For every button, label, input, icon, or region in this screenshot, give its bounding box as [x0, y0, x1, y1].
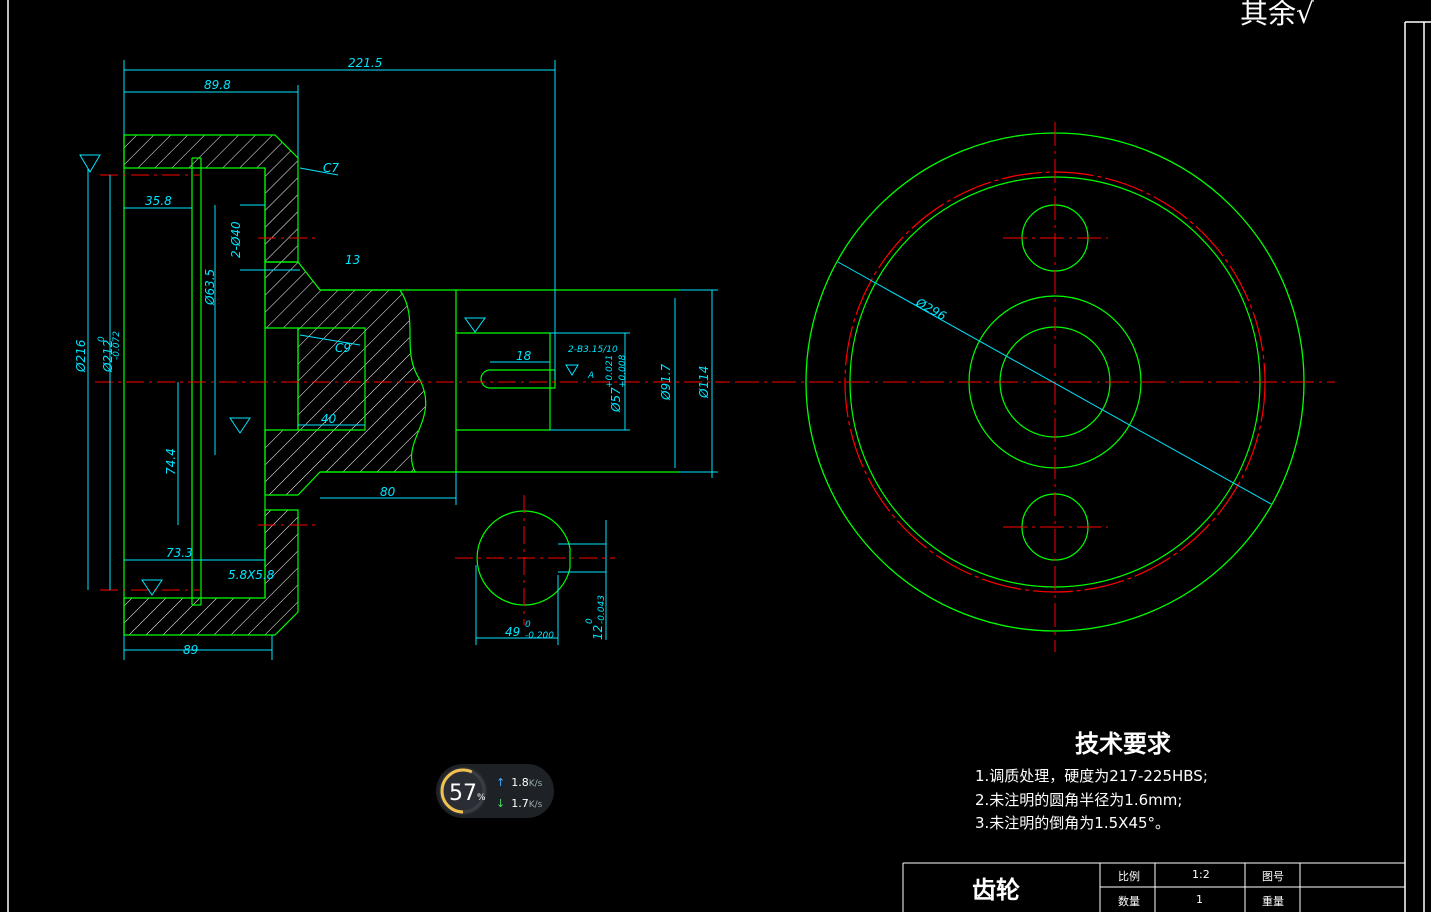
dim-74-4: 74.4	[164, 448, 178, 475]
dim-phi57-tol-upper: +0.021	[605, 355, 615, 388]
dim-221-5: 221.5	[348, 56, 382, 70]
quantity-value: 1	[1196, 893, 1203, 906]
usage-ring-icon	[440, 768, 486, 814]
weight-label: 重量	[1262, 895, 1284, 908]
dim-13: 13	[345, 253, 360, 267]
upload-arrow-icon: ↑	[496, 776, 506, 789]
hatch-hub-web	[264, 261, 427, 496]
dim-phi216: Ø216	[74, 339, 88, 373]
part-name: 齿轮	[972, 875, 1020, 904]
other-surfaces-label: 其余	[1240, 0, 1297, 30]
dim-c7: C7	[323, 161, 339, 175]
scale-value: 1:2	[1192, 868, 1210, 881]
drawing-frame	[7, 0, 1431, 912]
dim-phi212-tol-upper: 0	[97, 336, 107, 342]
title-block	[902, 862, 1405, 912]
usage-ring: 57%	[439, 767, 487, 815]
tech-requirement-1: 1.调质处理，硬度为217-225HBS;	[975, 767, 1208, 785]
dim-phi212-tol-lower: -0.072	[112, 331, 122, 360]
dim-12-tol-upper: 0	[585, 618, 595, 624]
dim-12: 12	[591, 625, 605, 640]
dim-phi114: Ø114	[697, 366, 711, 399]
dim-phi57-tol-lower: +0.008	[618, 354, 628, 388]
dim-49-tol-lower: -0.200	[525, 631, 554, 641]
upload-speed-unit: K/s	[528, 779, 543, 789]
dim-2-phi40: 2-Ø40	[229, 221, 243, 258]
dim-89-8: 89.8	[204, 78, 231, 92]
dim-40: 40	[321, 412, 337, 426]
dim-5-8x5-8: 5.8X5.8	[228, 568, 275, 582]
drawing-no-label: 图号	[1262, 870, 1284, 883]
section-view: 221.5 89.8 C7 35.8 2-Ø40 13 Ø63.5 Ø216 Ø…	[74, 56, 730, 660]
dim-49-tol-upper: 0	[525, 620, 531, 630]
roughness-check-icon: √	[1296, 0, 1314, 30]
download-speed: ↓ 1.7K/s	[496, 797, 542, 810]
dim-49: 49	[505, 625, 520, 639]
other-surfaces-note: 其余√	[1240, 0, 1314, 32]
tech-requirement-2: 2.未注明的圆角半径为1.6mm;	[975, 791, 1183, 809]
download-arrow-icon: ↓	[496, 797, 506, 810]
dim-89: 89	[183, 643, 198, 657]
download-speed-value: 1.7	[511, 797, 529, 810]
tech-requirements-title: 技术要求	[1075, 729, 1171, 758]
dim-18: 18	[516, 349, 532, 363]
dim-phi212: Ø212	[101, 340, 115, 373]
tech-requirement-3: 3.未注明的倒角为1.5X45°。	[975, 814, 1171, 832]
network-speed-widget[interactable]: 57% ↑1.8K/s ↓1.7K/s	[436, 764, 554, 818]
keyway-section: 49 0 -0.200 12 0 -0.043	[455, 495, 615, 645]
dim-phi296: Ø296	[913, 295, 949, 324]
dim-35-8: 35.8	[145, 194, 172, 208]
dim-c9: C9	[335, 341, 351, 355]
datum-a: A	[587, 371, 594, 381]
quantity-label: 数量	[1118, 895, 1140, 908]
usage-percent: 57%	[449, 781, 486, 806]
dim-b3: 2-B3.15/10	[568, 345, 618, 355]
dim-73-3: 73.3	[166, 546, 193, 560]
hatch-hub-inner	[297, 327, 366, 431]
dim-phi63-5: Ø63.5	[203, 269, 217, 306]
dim-phi57: Ø57	[609, 387, 623, 413]
dim-phi91-7: Ø91.7	[659, 363, 673, 401]
upload-speed-value: 1.8	[511, 776, 529, 789]
usage-percent-unit: %	[477, 793, 486, 803]
dim-80: 80	[380, 485, 396, 499]
download-speed-unit: K/s	[528, 800, 543, 810]
scale-label: 比例	[1118, 870, 1140, 883]
front-view: Ø296	[735, 122, 1335, 652]
usage-percent-value: 57	[449, 781, 477, 806]
upload-speed: ↑ 1.8K/s	[496, 776, 542, 789]
dim-12-tol-lower: -0.043	[597, 595, 607, 624]
